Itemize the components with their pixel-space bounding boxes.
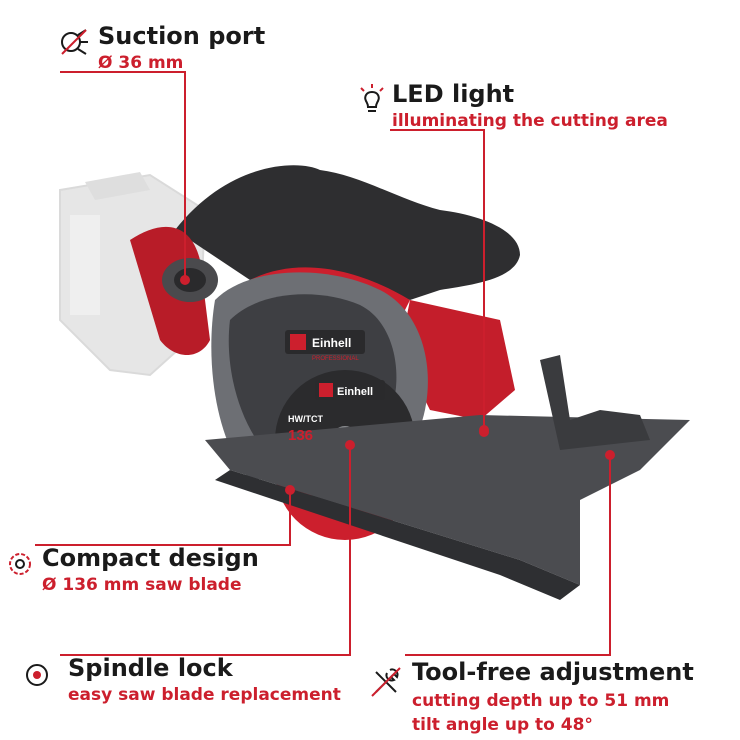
led-bulb-icon [360,84,384,112]
feature-title: LED light [392,80,515,108]
feature-detail-depth: cutting depth up to 51 mm [412,691,670,711]
tools-crossed-icon [371,667,401,697]
gear-icon [9,553,31,575]
brand-logo-text: Einhell [312,336,351,350]
feature-title: Spindle lock [68,654,233,682]
leader-tool-free [405,455,611,656]
leader-spindle-lock [60,445,351,656]
depth-adjust-lever [540,355,650,450]
blade-brand-text: Einhell [337,386,373,398]
leader-compact-design [35,490,291,546]
feature-detail: illuminating the cutting area [392,111,668,131]
motor-housing [400,300,515,420]
feature-title: Compact design [42,544,259,572]
feature-title: Suction port [98,22,266,50]
feature-detail-tilt: tilt angle up to 48° [412,715,593,735]
leader-led-light [390,129,485,430]
blade-size-text: 136 [288,427,313,444]
feature-detail: Ø 136 mm saw blade [42,575,242,595]
leader-lines [35,71,611,656]
feature-title: Tool-free adjustment [412,658,694,686]
leader-suction-port [60,71,186,280]
feature-detail: easy saw blade replacement [68,685,341,705]
brand-sub-text: PROFESSIONAL [312,356,359,362]
suction-port-icon [61,29,88,55]
blade-type-text: HW/TCT [288,414,323,424]
base-plate [205,415,690,585]
saw-handle [175,165,520,300]
feature-detail: Ø 36 mm [98,53,184,73]
spindle-lock-icon [26,664,48,686]
leader-endpoints [180,275,615,495]
